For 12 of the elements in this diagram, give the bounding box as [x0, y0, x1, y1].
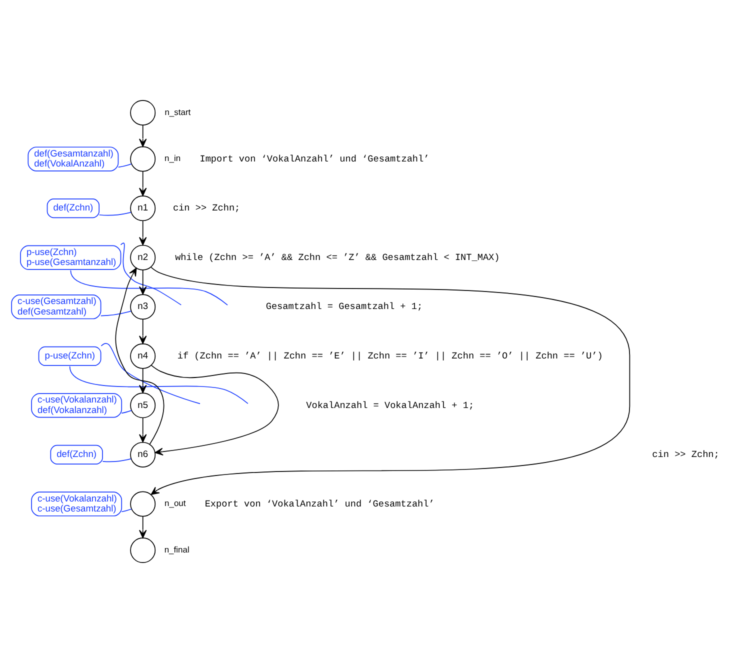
node-label: n_out — [164, 498, 186, 508]
node-label: n_final — [164, 544, 190, 554]
label: Import von ‘VokalAnzahl’ und ‘Gesamtzahl’ — [200, 153, 430, 164]
label: cin >> Zchn; — [172, 202, 240, 214]
label: Gesamtzahl = Gesamtzahl + 1; — [266, 301, 423, 312]
label: Export von ‘VokalAnzahl’ und ‘Gesamtzahl’ — [204, 498, 434, 510]
label: while (Zchn >= ’A’ && Zchn <= ’Z’ && Gesamtzahl < INT_MAX) — [175, 252, 500, 263]
node-label: n_start — [164, 106, 191, 117]
node-label: n_in — [164, 153, 181, 164]
label: cin >> Zchn; — [652, 449, 720, 460]
label: VokalAnzahl = VokalAnzahl + 1; — [306, 400, 474, 411]
label: if (Zchn == ’A’ || Zchn == ’E’ || Zchn == ’I’ || Zchn == ’O’ || Zchn == ’U’) — [177, 350, 603, 362]
